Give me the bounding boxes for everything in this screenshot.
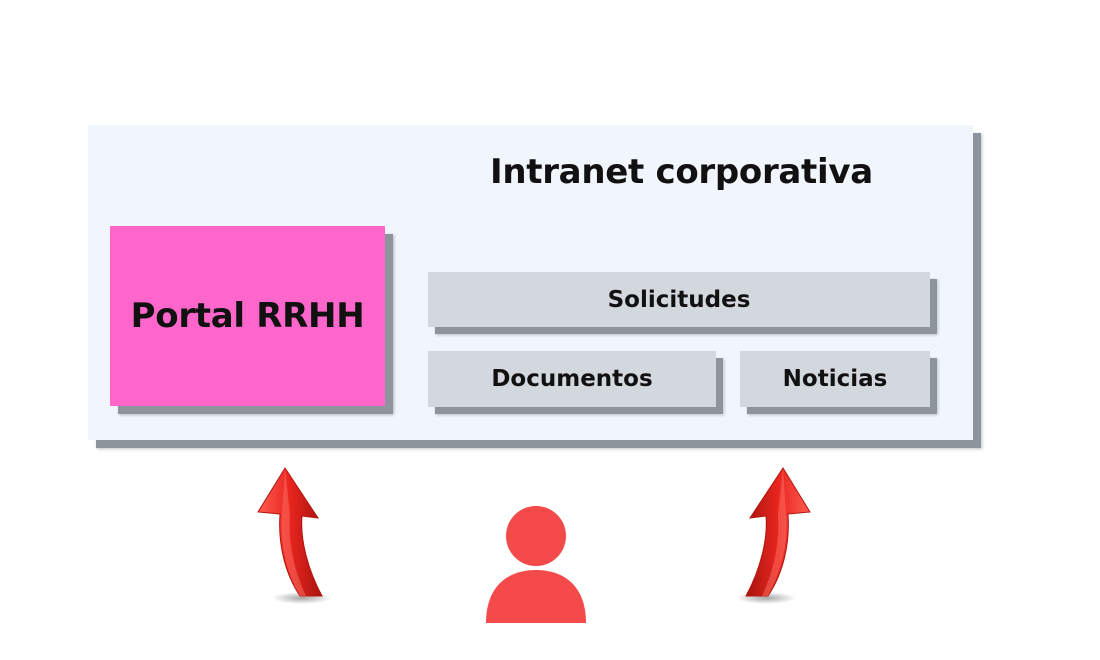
module-solicitudes-label: Solicitudes bbox=[607, 286, 751, 313]
module-documentos[interactable]: Documentos bbox=[428, 351, 716, 407]
user-icon bbox=[486, 506, 586, 623]
curved-up-arrow-icon-right bbox=[736, 467, 811, 604]
module-noticias[interactable]: Noticias bbox=[740, 351, 930, 407]
module-noticias-label: Noticias bbox=[782, 366, 888, 392]
portal-rrhh-label: Portal RRHH bbox=[130, 296, 365, 336]
module-documentos-label: Documentos bbox=[491, 366, 653, 392]
module-solicitudes[interactable]: Solicitudes bbox=[428, 272, 930, 327]
portal-rrhh-block[interactable]: Portal RRHH bbox=[110, 226, 385, 406]
curved-up-arrow-icon-left bbox=[257, 467, 332, 604]
intranet-title: Intranet corporativa bbox=[490, 152, 873, 192]
